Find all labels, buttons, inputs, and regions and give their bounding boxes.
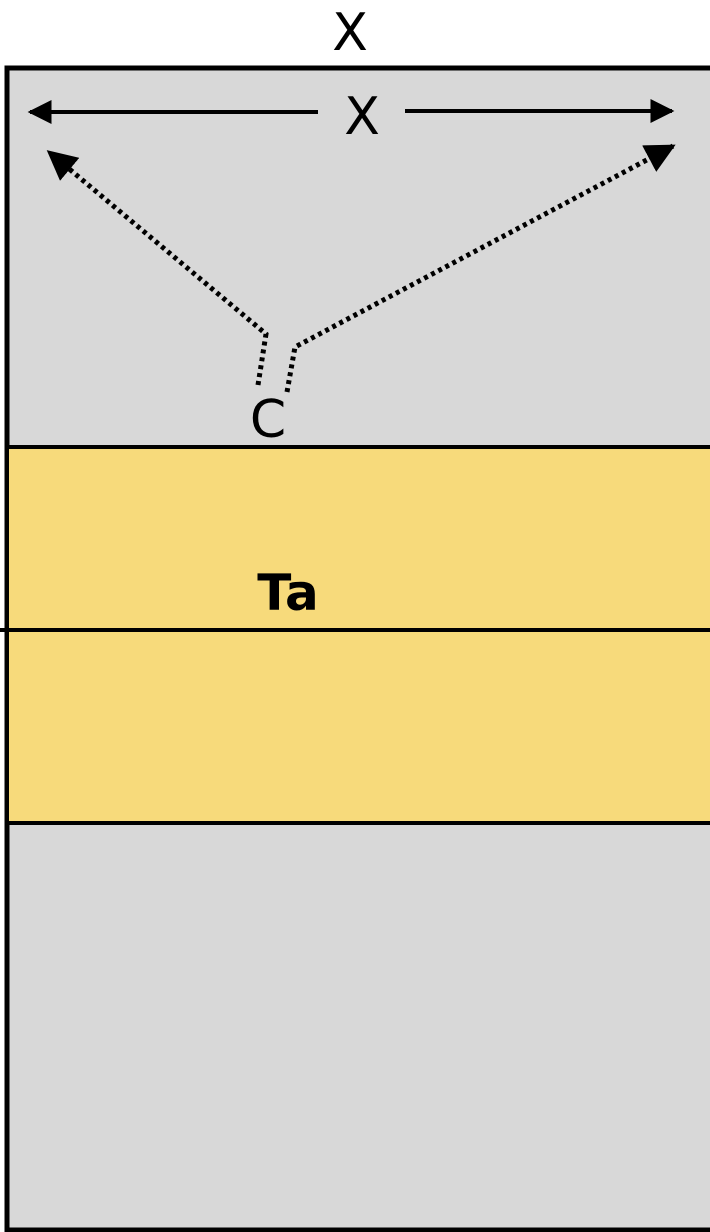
c-label: C (250, 390, 286, 450)
dotted-arrow-right (284, 143, 676, 393)
dotted-arrow-left (46, 150, 269, 386)
inner-x-label: X (344, 87, 380, 147)
yellow-band-lower (5, 628, 710, 825)
top-x-label: X (332, 3, 368, 63)
yellow-band-upper (5, 445, 710, 632)
ta-label: Ta (257, 564, 318, 622)
